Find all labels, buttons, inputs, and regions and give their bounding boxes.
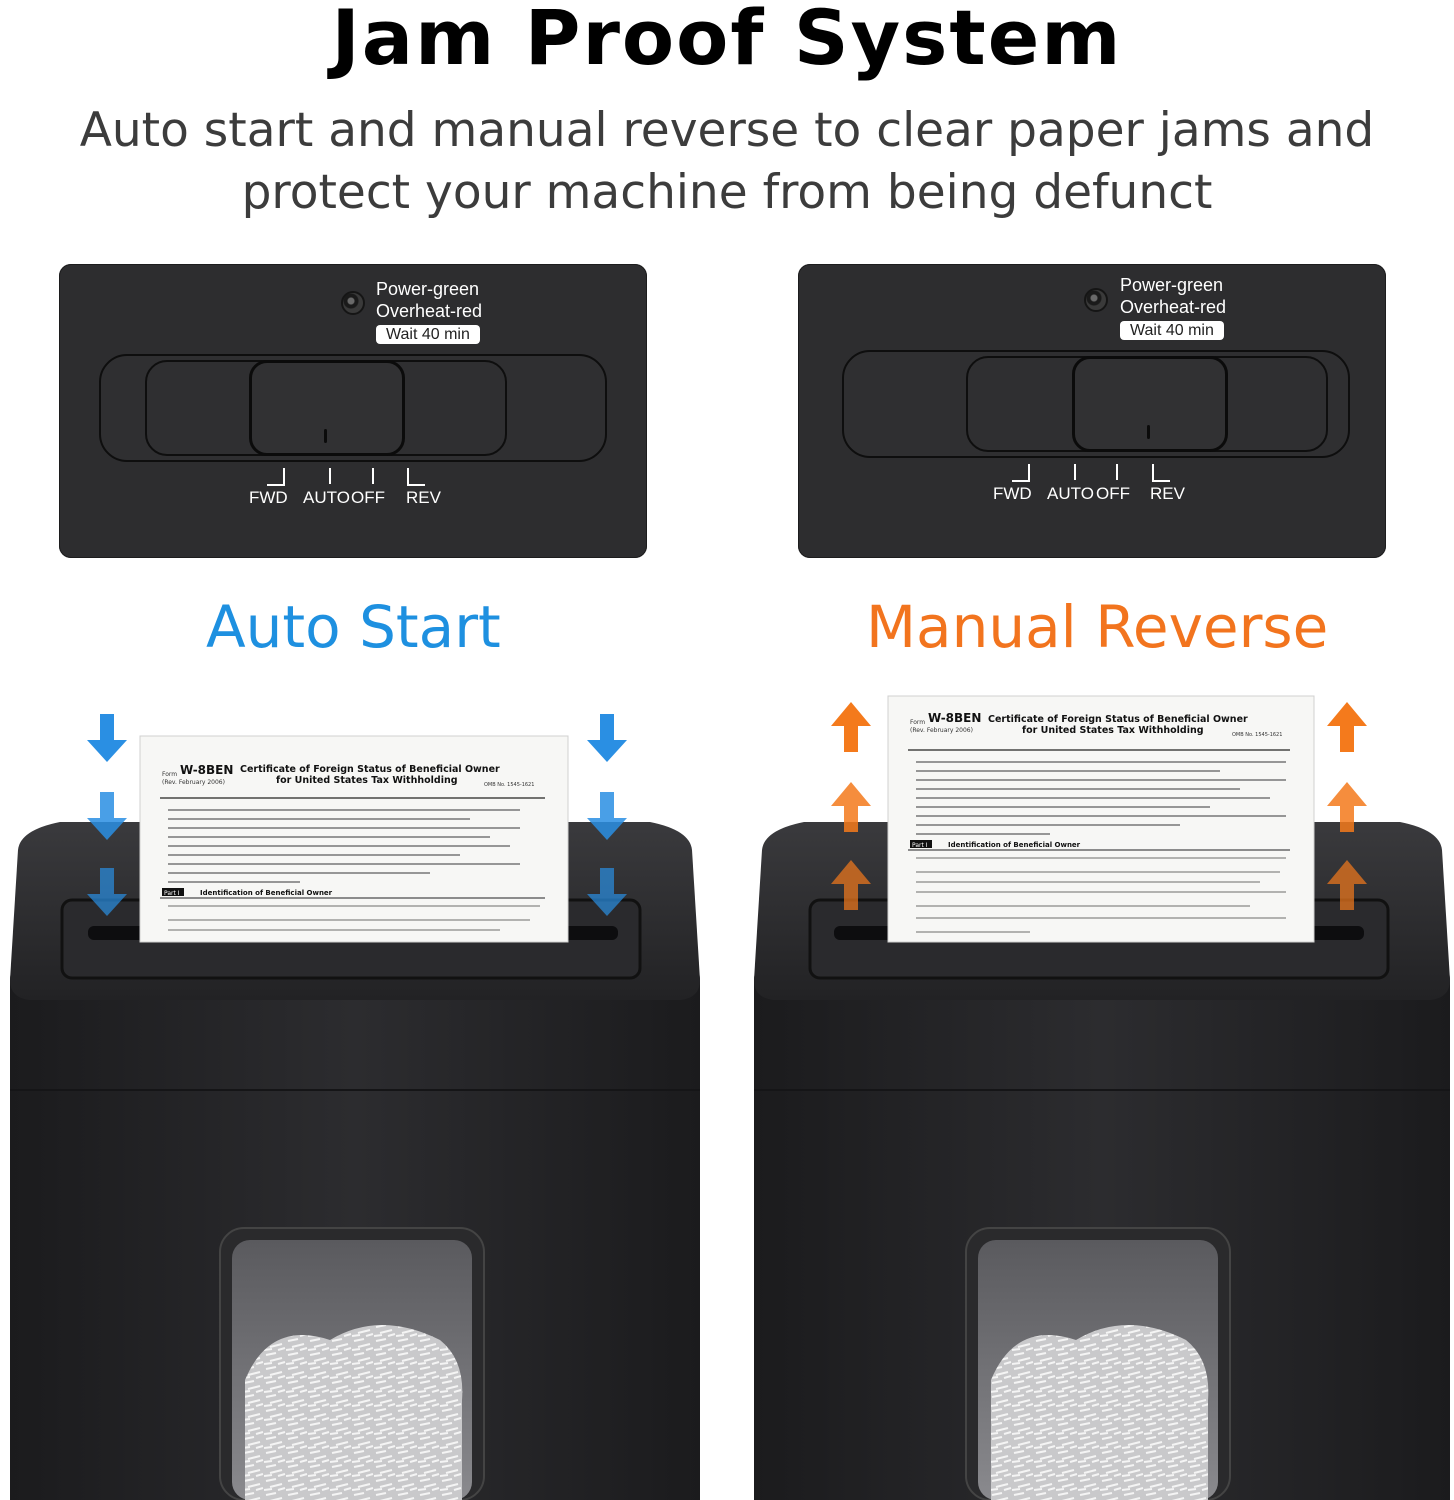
tick-rev — [407, 468, 425, 486]
tick-fwd — [267, 468, 285, 486]
tick-off — [1116, 464, 1118, 480]
form-part-title: Identification of Beneficial Owner — [200, 889, 333, 897]
down-arrow-icon — [87, 714, 127, 762]
paper-document: Form W-8BEN (Rev. February 2006) Certifi… — [139, 735, 569, 943]
position-off-label: OFF — [1096, 484, 1130, 503]
auto-start-label: Auto Start — [206, 593, 501, 661]
form-number: W-8BEN — [928, 711, 981, 725]
manual-reverse-label: Manual Reverse — [866, 593, 1329, 661]
paper-document: Form W-8BEN (Rev. February 2006) Certifi… — [887, 695, 1315, 943]
tick-rev — [1152, 464, 1170, 482]
form-title-1: Certificate of Foreign Status of Benefic… — [988, 714, 1248, 725]
subtitle-line-2: protect your machine from being defunct — [241, 165, 1213, 220]
tick-auto — [329, 468, 331, 484]
up-arrow-icon — [1327, 702, 1367, 752]
indicator-wait-badge: Wait 40 min — [1120, 321, 1224, 340]
slider-mark — [1147, 425, 1150, 439]
control-panel-reverse: Power-green Overheat-red Wait 40 min FWD… — [798, 264, 1386, 558]
status-led-icon — [1084, 288, 1108, 312]
position-fwd-label: FWD — [993, 484, 1032, 503]
tick-fwd — [1012, 464, 1030, 482]
form-title-2: for United States Tax Withholding — [276, 775, 458, 786]
position-auto-label: AUTO — [303, 488, 350, 507]
shredder-right: Form W-8BEN (Rev. February 2006) Certifi… — [754, 695, 1450, 1500]
form-title-1: Certificate of Foreign Status of Benefic… — [240, 764, 500, 775]
position-auto-label: AUTO — [1047, 484, 1094, 503]
shredder-scene: Form W-8BEN (Rev. February 2006) Certifi… — [10, 695, 1450, 1500]
indicator-overheat-label: Overheat-red — [376, 301, 483, 321]
form-omb: OMB No. 1545-1621 — [1232, 732, 1282, 738]
form-revision: (Rev. February 2006) — [162, 779, 225, 786]
indicator-wait-badge: Wait 40 min — [376, 325, 480, 344]
form-title-2: for United States Tax Withholding — [1022, 725, 1204, 736]
form-omb: OMB No. 1545-1621 — [484, 782, 534, 788]
form-part-title: Identification of Beneficial Owner — [948, 841, 1081, 849]
position-rev-label: REV — [1150, 484, 1185, 503]
indicator-label: Power-green Overheat-red Wait 40 min — [1120, 274, 1226, 340]
form-revision: (Rev. February 2006) — [910, 727, 973, 734]
switch-slider[interactable] — [249, 360, 405, 456]
switch-track — [842, 350, 1350, 458]
page-title: Jam Proof System — [331, 0, 1123, 82]
position-rev-label: REV — [406, 488, 441, 507]
form-label: Form — [162, 771, 177, 778]
slider-mark — [324, 429, 327, 443]
subtitle-line-1: Auto start and manual reverse to clear p… — [79, 103, 1375, 158]
indicator-power-label: Power-green — [1120, 275, 1224, 295]
form-number: W-8BEN — [180, 763, 233, 777]
switch-track — [99, 354, 607, 462]
position-fwd-label: FWD — [249, 488, 288, 507]
switch-slider[interactable] — [1072, 356, 1228, 452]
tick-auto — [1074, 464, 1076, 480]
page-subtitle: Auto start and manual reverse to clear p… — [0, 100, 1454, 224]
indicator-overheat-label: Overheat-red — [1120, 297, 1227, 317]
up-arrow-icon — [831, 702, 871, 752]
form-label: Form — [910, 719, 925, 726]
status-led-icon — [341, 291, 365, 315]
position-off-label: OFF — [351, 488, 385, 507]
control-panel-auto: Power-green Overheat-red Wait 40 min FWD… — [59, 264, 647, 558]
down-arrow-icon — [587, 714, 627, 762]
tick-off — [372, 468, 374, 484]
indicator-label: Power-green Overheat-red Wait 40 min — [376, 278, 482, 344]
form-part: Part I — [164, 890, 180, 897]
shredder-left: Form W-8BEN (Rev. February 2006) Certifi… — [10, 714, 700, 1500]
indicator-power-label: Power-green — [376, 279, 480, 299]
form-part: Part I — [912, 842, 928, 849]
